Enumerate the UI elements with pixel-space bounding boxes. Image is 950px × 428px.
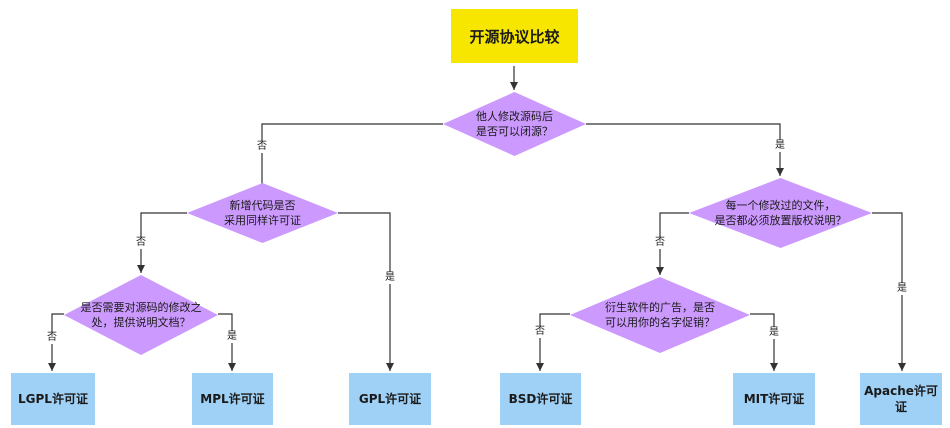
edge-d3-no bbox=[656, 212, 689, 275]
edge-d2-no bbox=[137, 212, 187, 273]
edge-label-d1-no: 否 bbox=[256, 141, 268, 153]
decision-change-docs-label: 是否需要对源码的修改之 处，提供说明文档？ bbox=[80, 301, 202, 329]
edge-d4-no bbox=[48, 313, 64, 371]
decision-copyright-notice: 每一个修改过的文件， 是否都必须放置版权说明？ bbox=[689, 178, 872, 248]
edge-d1-no bbox=[258, 123, 443, 198]
leaf-bsd-label: BSD许可证 bbox=[508, 392, 573, 406]
decision-same-license-label: 新增代码是否 采用同样许可证 bbox=[224, 199, 301, 227]
leaf-apache: Apache许可 证 bbox=[860, 373, 942, 425]
decision-name-promotion-shape bbox=[570, 277, 750, 353]
edge-d5-no bbox=[536, 313, 570, 371]
edge-label-d5-yes: 是 bbox=[768, 327, 780, 339]
edge-label-d4-yes: 是 bbox=[226, 331, 238, 343]
edge-label-d1-yes: 是 bbox=[774, 140, 786, 152]
leaf-mpl: MPL许可证 bbox=[192, 373, 273, 425]
edge-label-d4-no: 否 bbox=[46, 332, 58, 344]
leaf-apache-label: Apache许可 证 bbox=[864, 384, 938, 414]
edge-d4-yes bbox=[218, 313, 236, 371]
edge-label-d3-yes: 是 bbox=[896, 283, 908, 295]
decision-copyright-notice-shape bbox=[689, 178, 872, 248]
decision-same-license-shape bbox=[187, 183, 338, 243]
edge-d5-yes bbox=[750, 313, 778, 371]
leaf-mit-label: MIT许可证 bbox=[743, 392, 805, 406]
decision-closed-source-label: 他人修改源码后 是否可以闭源？ bbox=[476, 110, 553, 138]
edge-label-d2-yes: 是 bbox=[384, 272, 396, 284]
leaf-gpl-label: GPL许可证 bbox=[358, 392, 422, 406]
leaf-lgpl-label: LGPL许可证 bbox=[18, 392, 88, 406]
leaf-gpl: GPL许可证 bbox=[349, 373, 431, 425]
leaf-bsd: BSD许可证 bbox=[500, 373, 581, 425]
decision-copyright-notice-label: 每一个修改过的文件， 是否都必须放置版权说明？ bbox=[714, 199, 847, 227]
decision-name-promotion-label: 衍生软件的广告，是否 可以用你的名字促销？ bbox=[605, 301, 715, 329]
decision-closed-source-shape bbox=[443, 92, 586, 156]
leaf-mit: MIT许可证 bbox=[733, 373, 815, 425]
edge-label-d2-no: 否 bbox=[135, 237, 147, 249]
decision-name-promotion: 衍生软件的广告，是否 可以用你的名字促销？ bbox=[570, 277, 750, 353]
edge-d2-yes bbox=[338, 212, 394, 371]
root-node: 开源协议比较 bbox=[451, 9, 578, 63]
edge-label-d5-no: 否 bbox=[534, 326, 546, 338]
edge-label-d3-no: 否 bbox=[654, 237, 666, 249]
decision-same-license: 新增代码是否 采用同样许可证 bbox=[187, 183, 338, 243]
edge-d1-yes bbox=[586, 123, 784, 176]
decision-change-docs: 是否需要对源码的修改之 处，提供说明文档？ bbox=[64, 275, 218, 355]
decision-closed-source: 他人修改源码后 是否可以闭源？ bbox=[443, 92, 586, 156]
leaf-lgpl: LGPL许可证 bbox=[11, 373, 95, 425]
root-label: 开源协议比较 bbox=[469, 27, 560, 46]
leaf-mpl-label: MPL许可证 bbox=[200, 392, 265, 406]
edge-d3-yes bbox=[872, 212, 906, 371]
decision-change-docs-shape bbox=[64, 275, 218, 355]
